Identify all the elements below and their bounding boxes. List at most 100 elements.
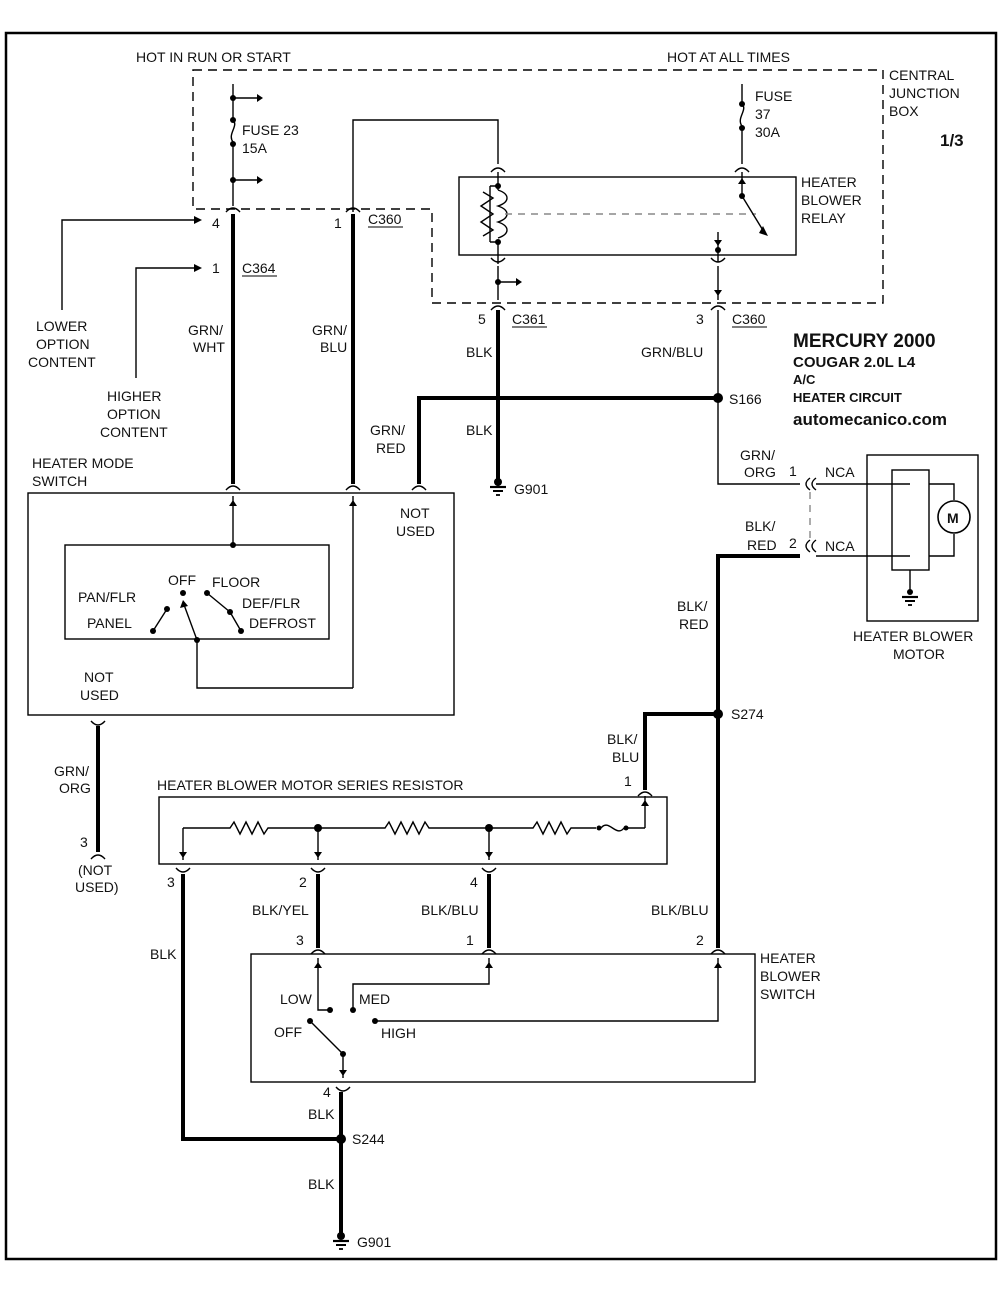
c364-pin4: 4 (212, 215, 220, 231)
title-website: automecanico.com (793, 410, 947, 429)
wire-blk-red-down-label-2: RED (679, 616, 709, 632)
higher-option-line2: OPTION (107, 406, 161, 422)
fuse-23-symbol (230, 117, 236, 147)
wire-grn-org-unused-label-1: GRN/ (54, 763, 89, 779)
wire-blk-red-motor (716, 554, 800, 712)
ground-symbol-bottom (333, 1232, 349, 1250)
resistor-pin3: 3 (167, 874, 175, 890)
wire-grn-blu-left-label-2: BLU (320, 339, 347, 355)
blower-switch-contacts (307, 958, 722, 1078)
fuse-37-rating: 30A (755, 124, 781, 140)
mode-switch-not-used-top-1: NOT (400, 505, 430, 521)
junction-box-label-line2: JUNCTION (889, 85, 960, 101)
splice-s244-label: S244 (352, 1131, 385, 1147)
switch-pin3: 3 (296, 932, 304, 948)
wire-grn-wht-label-1: GRN/ (188, 322, 223, 338)
wire-grn-red-label-2: RED (376, 440, 406, 456)
wire-blk-blu-4-label: BLK/BLU (421, 902, 479, 918)
wire-blk-yel-label: BLK/YEL (252, 902, 309, 918)
heater-blower-relay-box (458, 176, 797, 256)
hot-at-all-times-label: HOT AT ALL TIMES (667, 49, 790, 65)
title-model: COUGAR 2.0L L4 (793, 354, 916, 371)
c360-pin3: 3 (696, 311, 704, 327)
c364-label: C364 (242, 260, 276, 276)
splice-s244 (336, 1134, 346, 1144)
switch-pin2: 2 (696, 932, 704, 948)
blower-switch-title-3: SWITCH (760, 986, 815, 1002)
mode-switch-title-2: SWITCH (32, 473, 87, 489)
lower-option-line2: OPTION (36, 336, 90, 352)
mode-switch-not-used-top-2: USED (396, 523, 435, 539)
heater-blower-switch-box (250, 953, 756, 1083)
title-make-year: MERCURY 2000 (793, 331, 936, 352)
wire-grn-wht-label-2: WHT (193, 339, 225, 355)
wire-blk-g901-label: BLK (466, 422, 493, 438)
wire-grn-blu-left-label-1: GRN/ (312, 322, 347, 338)
heater-blower-motor-box (866, 454, 979, 622)
relay-label-line2: BLOWER (801, 192, 862, 208)
motor-nca-1: NCA (825, 464, 855, 480)
motor-internal-block (891, 469, 930, 571)
ground-symbol-top (490, 478, 506, 496)
motor-label-2: MOTOR (893, 646, 945, 662)
fuse-23-name: FUSE 23 (242, 122, 299, 138)
resistor-pin1: 1 (624, 773, 632, 789)
wire-grn-blu-right-label: GRN/BLU (641, 344, 703, 360)
resistor-pin4: 4 (470, 874, 478, 890)
wire-blk-red-motor-label-1: BLK/ (745, 518, 775, 534)
series-resistor-box (158, 796, 668, 865)
wire-blk-blu-resistor-label-1: BLK/ (607, 731, 637, 747)
mode-floor-label: FLOOR (212, 574, 260, 590)
motor-pin1: 1 (789, 463, 797, 479)
mode-panel-label: PANEL (87, 615, 132, 631)
fuse-37-symbol (739, 101, 745, 131)
motor-symbol-m: M (947, 510, 959, 526)
motor-label-1: HEATER BLOWER (853, 628, 973, 644)
blower-switch-title-1: HEATER (760, 950, 816, 966)
wire-blk-red-down-label-1: BLK/ (677, 598, 707, 614)
fuse-37-number: 37 (755, 106, 771, 122)
wire-grn-org-motor (717, 398, 800, 485)
switch-pin4: 4 (323, 1084, 331, 1100)
resistor-title: HEATER BLOWER MOTOR SERIES RESISTOR (157, 777, 464, 793)
wire-grn-org-unused-label-2: ORG (59, 780, 91, 796)
wire-grn-red (417, 396, 718, 484)
c361-pin5: 5 (478, 311, 486, 327)
junction-box-label-line3: BOX (889, 103, 919, 119)
junction-box-label-line1: CENTRAL (889, 67, 955, 83)
ground-g901-top-label: G901 (514, 481, 548, 497)
motor-pin2: 2 (789, 535, 797, 551)
splice-s274-label: S274 (731, 706, 764, 722)
unused-terminal-line1: (NOT (78, 862, 113, 878)
wire-blk-blu-resistor (643, 712, 718, 790)
c360-top-label: C360 (368, 211, 402, 227)
wire-grn-red-label-1: GRN/ (370, 422, 405, 438)
wire-blk-ground-label: BLK (308, 1176, 335, 1192)
wire-blk-resistor3-label: BLK (150, 946, 177, 962)
lower-option-line1: LOWER (36, 318, 87, 334)
ground-g901-bottom-label: G901 (357, 1234, 391, 1250)
wire-blk-switch4-label: BLK (308, 1106, 335, 1122)
wire-blk-blu-2-label: BLK/BLU (651, 902, 709, 918)
page-frame (4, 31, 998, 1261)
wire-blk-c361-label: BLK (466, 344, 493, 360)
mode-switch-not-used-bottom-1: NOT (84, 669, 114, 685)
wire-blk-blu-resistor-label-2: BLU (612, 749, 639, 765)
relay-coil-symbol (479, 185, 508, 243)
mode-def-flr-label: DEF/FLR (242, 595, 300, 611)
wire-grn-org-motor-label-2: ORG (744, 464, 776, 480)
page-number: 1/3 (940, 131, 964, 150)
resistor-network (179, 820, 645, 860)
mode-defrost-label: DEFROST (249, 615, 316, 631)
central-junction-box-outline (192, 69, 884, 304)
mode-pan-flr-label: PAN/FLR (78, 589, 136, 605)
motor-symbol (937, 500, 971, 534)
c361-label: C361 (512, 311, 546, 327)
hot-in-run-or-start-label: HOT IN RUN OR START (136, 49, 291, 65)
higher-option-line3: CONTENT (100, 424, 168, 440)
c360-pin1: 1 (334, 215, 342, 231)
relay-label-line3: RELAY (801, 210, 847, 226)
blower-med-label: MED (359, 991, 390, 1007)
higher-option-line1: HIGHER (107, 388, 161, 404)
